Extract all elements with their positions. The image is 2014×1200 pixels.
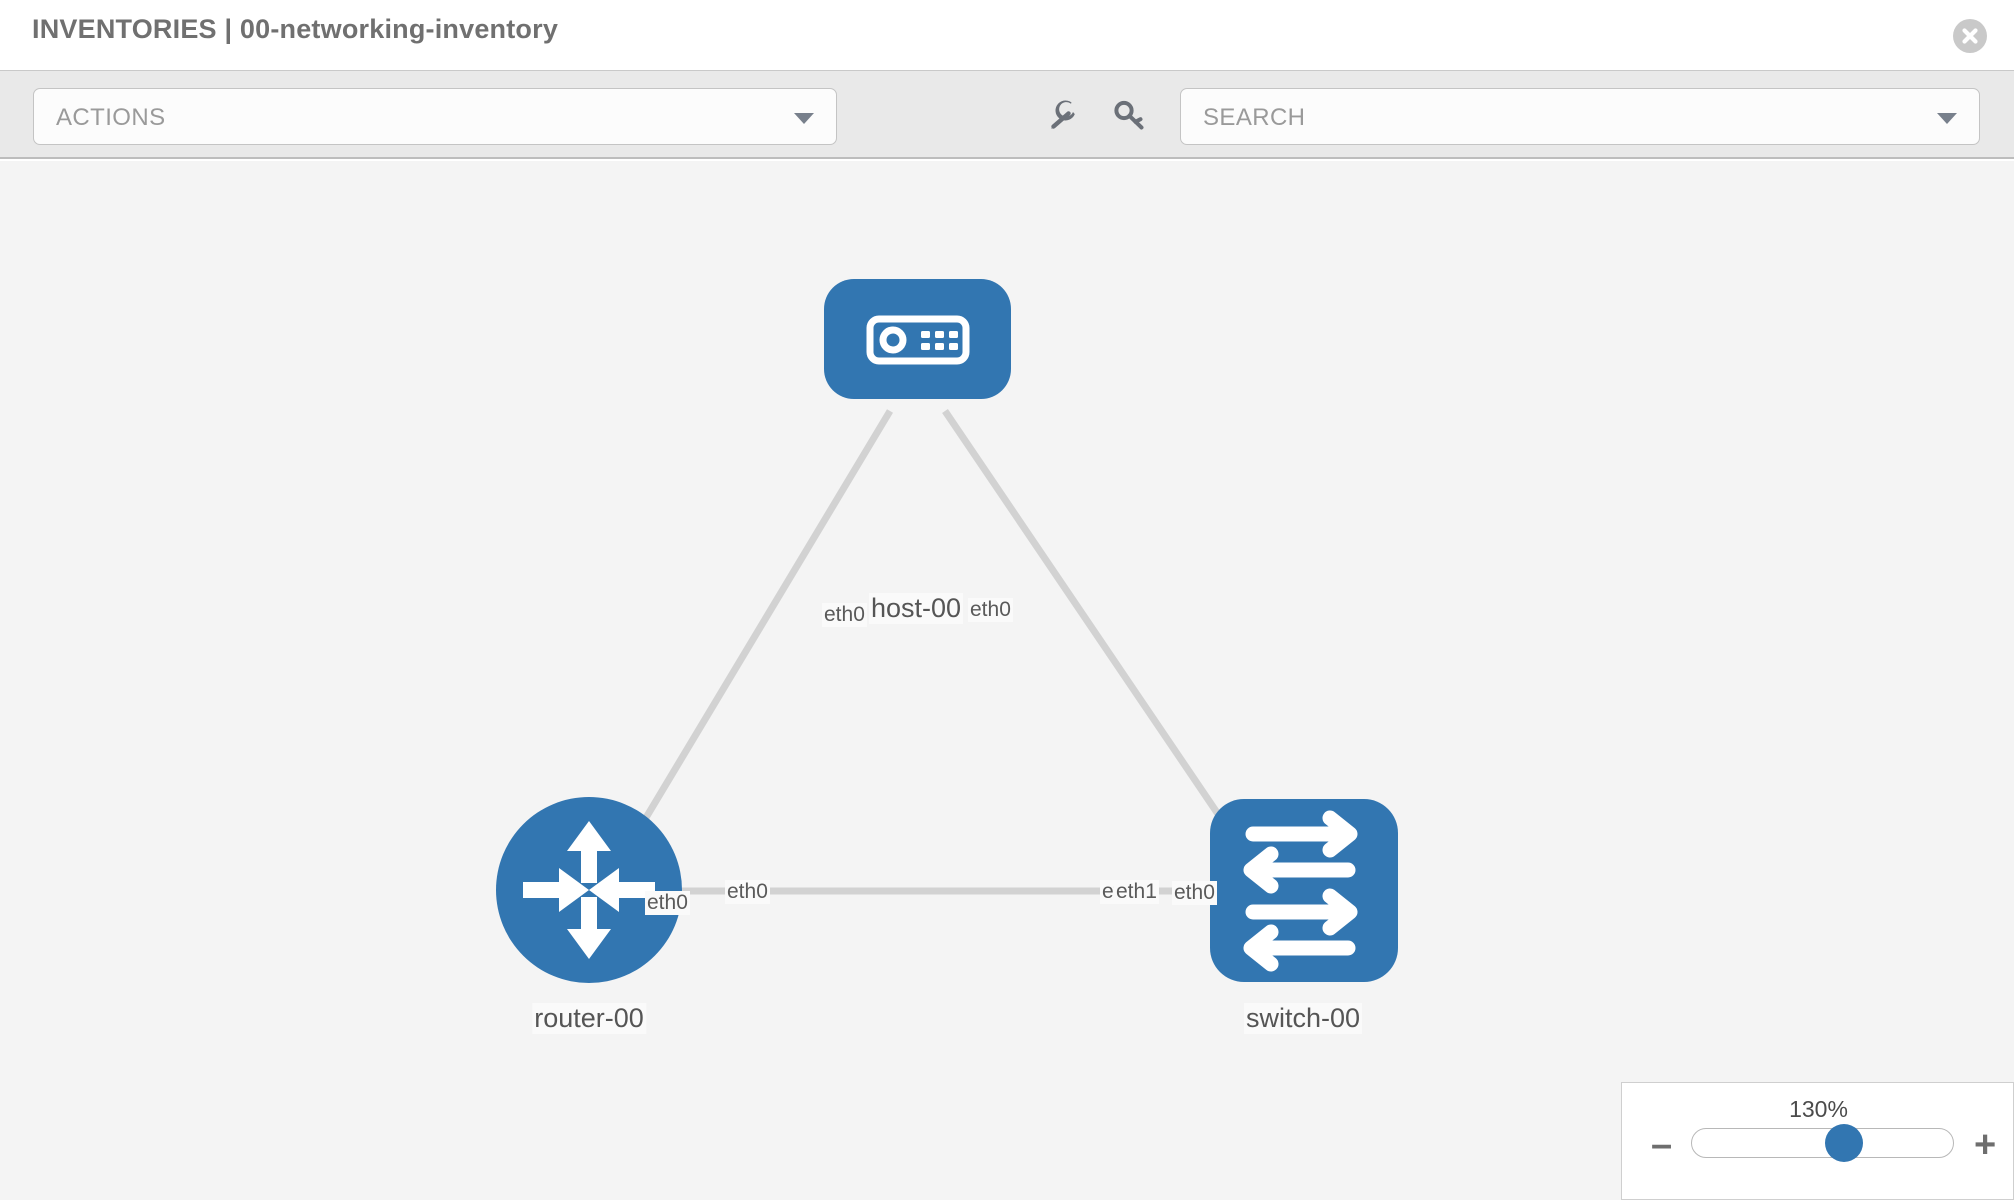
- edge-layer: [616, 409, 1255, 895]
- node-label-host-00: host-00: [868, 593, 964, 624]
- zoom-control-panel: 130% – +: [1621, 1082, 2014, 1200]
- edge-label-switch-left-eth1: eth1: [1114, 880, 1159, 904]
- node-switch-00[interactable]: [1210, 799, 1398, 982]
- page-title: INVENTORIES | 00-networking-inventory: [32, 14, 559, 44]
- zoom-level-value: 130%: [1789, 1096, 1848, 1122]
- edge-label-switch-up-eth0: eth0: [1172, 881, 1217, 905]
- server-icon: [866, 315, 970, 365]
- node-host-00[interactable]: [824, 279, 1011, 399]
- router-icon: [523, 821, 655, 959]
- chevron-down-icon: [794, 113, 814, 124]
- key-glyph: [1114, 100, 1144, 130]
- zoom-in-button[interactable]: +: [1974, 1124, 1997, 1166]
- edge-label-host-right-eth0: eth0: [968, 598, 1013, 622]
- key-icon[interactable]: [1107, 93, 1153, 139]
- edge-label-router-right-eth0: eth0: [725, 880, 770, 904]
- actions-dropdown-label: ACTIONS: [56, 104, 166, 131]
- zoom-slider-thumb[interactable]: [1824, 1124, 1863, 1162]
- search-input[interactable]: SEARCH: [1180, 88, 1980, 145]
- edge-label-host-left-eth0: eth0: [822, 603, 867, 627]
- endpoint-layer: [595, 331, 1278, 918]
- wrench-icon[interactable]: [1040, 93, 1086, 139]
- wrench-glyph: [1051, 100, 1075, 129]
- node-label-router-00: router-00: [532, 1003, 646, 1034]
- node-router-00[interactable]: [496, 797, 682, 983]
- chevron-down-icon[interactable]: [1937, 113, 1957, 124]
- edge-label-router-up-eth0: eth0: [645, 891, 690, 915]
- zoom-out-button[interactable]: –: [1651, 1124, 1673, 1166]
- edge-host-switch[interactable]: [942, 409, 1246, 853]
- close-icon[interactable]: [1953, 19, 1987, 53]
- close-circle-glyph: [1953, 19, 1987, 53]
- zoom-slider-track[interactable]: [1691, 1128, 1954, 1158]
- node-label-switch-00: switch-00: [1243, 1003, 1363, 1034]
- page-header: INVENTORIES | 00-networking-inventory: [0, 0, 2014, 70]
- topology-canvas[interactable]: host-00 router-00 switch-00 eth0 eth0 et…: [0, 161, 2014, 1200]
- switch-icon: [1243, 810, 1358, 972]
- edge-host-router[interactable]: [616, 409, 894, 863]
- search-placeholder: SEARCH: [1203, 104, 1306, 131]
- topology-graph: [496, 279, 1398, 983]
- toolbar: ACTIONS SEARCH: [0, 70, 2014, 159]
- actions-dropdown[interactable]: ACTIONS: [33, 88, 837, 145]
